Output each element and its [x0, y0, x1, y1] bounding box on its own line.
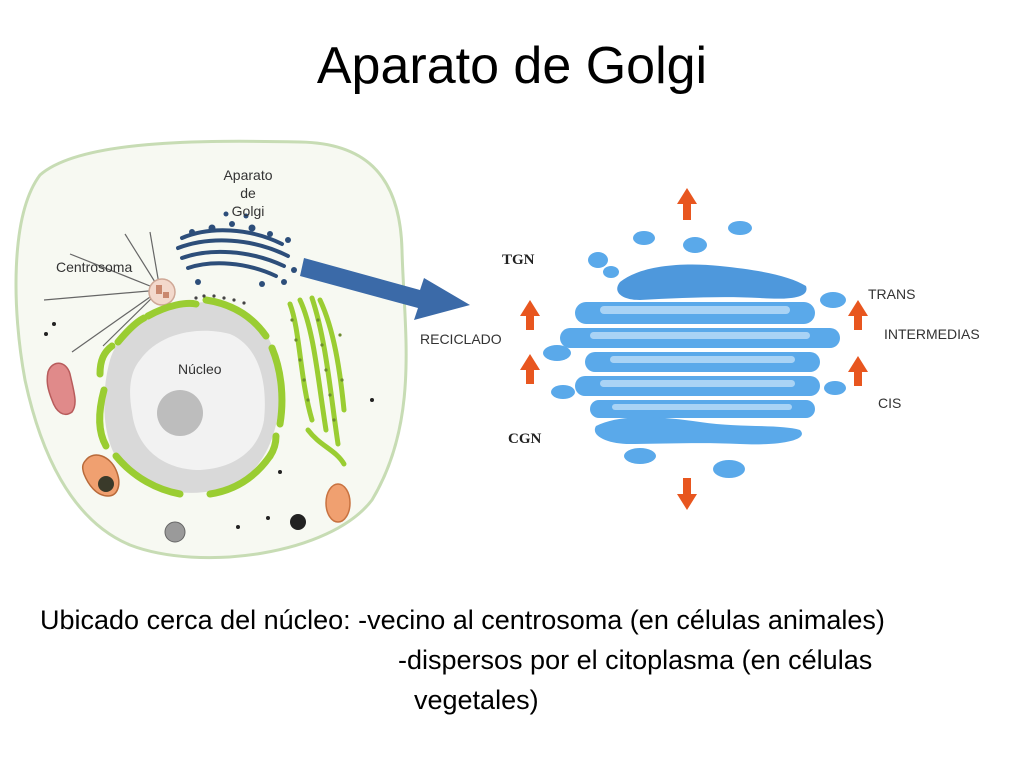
cell-golgi-vesicles [189, 211, 297, 287]
free-ribosomes [44, 322, 374, 529]
endoplasmic-reticulum [287, 295, 347, 467]
transport-arrows [520, 188, 868, 510]
label-golgi-line3: Golgi [232, 203, 265, 219]
vesicle-dark [290, 514, 306, 530]
golgi-figure: Aparato de Golgi Centrosoma Núcleo [14, 139, 980, 560]
centriole [156, 285, 162, 294]
centriole [163, 292, 169, 298]
lysosome-red [46, 362, 76, 416]
golgi-detail: TGN CGN RECICLADO TRANS INTERMEDIAS CIS [420, 188, 980, 510]
caption-line-3: vegetales) [414, 685, 539, 715]
label-cis: CIS [878, 395, 901, 411]
nucleolus [157, 390, 203, 436]
label-golgi-line1: Aparato [223, 167, 272, 183]
ribosomes [194, 294, 246, 305]
label-cgn: CGN [508, 431, 542, 447]
vesicle-gray [164, 521, 186, 543]
nuclear-envelope [96, 296, 286, 498]
label-recycling: RECICLADO [420, 331, 502, 347]
slide-title: Aparato de Golgi [316, 37, 708, 95]
label-golgi-line2: de [240, 185, 256, 201]
label-nucleus: Núcleo [178, 361, 222, 377]
caption-line-1: Ubicado cerca del núcleo: -vecino al cen… [40, 605, 885, 635]
golgi-cisternae [560, 302, 840, 445]
cell-diagram: Aparato de Golgi Centrosoma Núcleo [14, 139, 408, 560]
er-ribosomes [290, 318, 344, 422]
mitochondrion [81, 454, 120, 497]
label-intermediate: INTERMEDIAS [884, 326, 980, 342]
golgi-vesicles [543, 221, 846, 478]
cisterna-trans-top [617, 264, 807, 300]
label-tgn: TGN [502, 252, 535, 268]
zoom-arrow [300, 258, 470, 320]
label-centrosome: Centrosoma [56, 259, 132, 275]
caption-line-2: -dispersos por el citoplasma (en células [398, 645, 873, 675]
nucleus [96, 294, 286, 498]
label-trans: TRANS [868, 286, 915, 302]
peroxisome [325, 483, 351, 523]
